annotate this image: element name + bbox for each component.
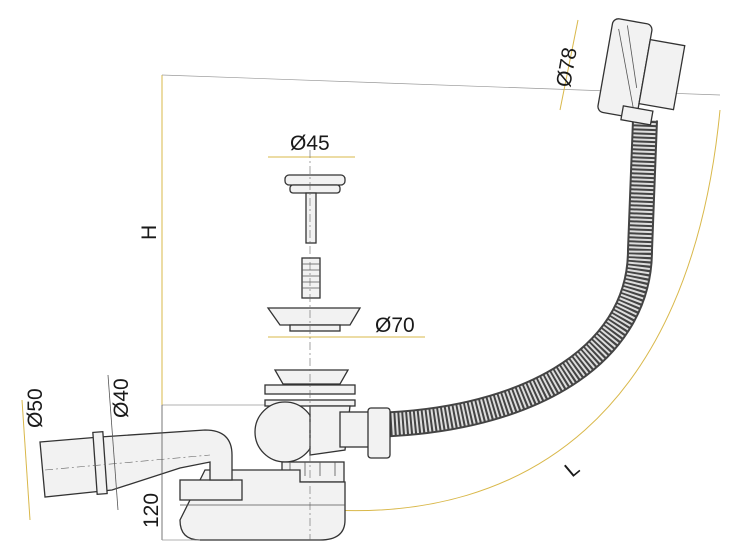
height-label: H xyxy=(138,225,161,240)
outlet-outer-diameter-label: Ø50 xyxy=(24,388,47,428)
length-dimension-arc xyxy=(329,109,721,512)
trap-height-label: 120 xyxy=(140,493,163,528)
overflow-diameter-label: Ø78 xyxy=(552,46,582,89)
trap-body xyxy=(179,150,391,541)
drain-flange: Ø70 xyxy=(266,307,425,338)
overflow-head xyxy=(597,18,686,126)
outlet-pipe xyxy=(39,429,233,498)
plug-diameter-label: Ø45 xyxy=(290,132,330,155)
outlet-inner-diameter-label: Ø40 xyxy=(110,378,133,418)
flange-diameter-label: Ø70 xyxy=(375,314,415,337)
corrugated-hose xyxy=(359,119,658,438)
plug-stopper: Ø45 xyxy=(268,132,355,299)
length-label: L xyxy=(560,457,584,482)
